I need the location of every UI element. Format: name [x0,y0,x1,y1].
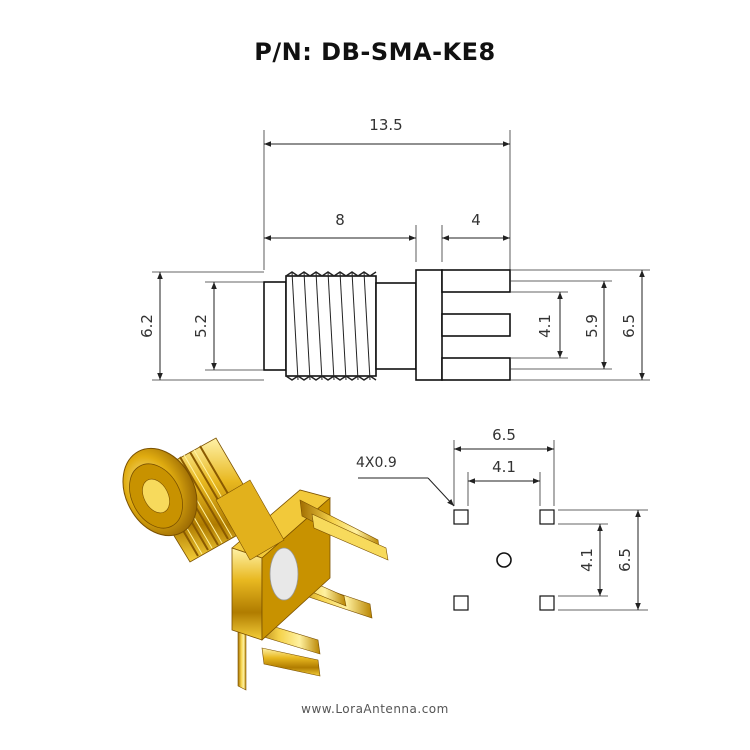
center-hole [496,552,512,568]
barrel-rear [263,281,287,371]
pad-bottom-right [539,595,555,611]
connector-photo [122,437,389,691]
label-fp-height-inner: 4.1 [578,548,596,572]
barrel-neck [375,282,417,370]
pin-top [441,269,511,293]
label-body-length: 8 [335,211,345,229]
pad-top-left [453,509,469,525]
label-hole-size: 4X0.9 [356,455,397,471]
label-overall-length: 13.5 [369,116,402,134]
label-flange-outer: 6.5 [620,314,638,338]
pad-top-right [539,509,555,525]
page-title: P/N: DB-SMA-KE8 [254,38,496,66]
label-pin-length: 4 [471,211,481,229]
label-fp-width-outer: 6.5 [492,426,516,444]
pad-bottom-left [453,595,469,611]
pin-bottom [441,357,511,381]
label-fp-height-outer: 6.5 [616,548,634,572]
side-view-drawing: 13.5 8 4 6.2 5.2 4.1 5.9 6.5 [138,116,650,381]
flange [415,269,443,381]
label-inner-diameter: 5.2 [192,314,210,338]
label-fp-width-inner: 4.1 [492,458,516,476]
label-pin-spacing: 4.1 [536,314,554,338]
label-flange-inner: 5.9 [583,314,601,338]
footprint-drawing: 6.5 4.1 4X0.9 4.1 6.5 [356,426,648,611]
website-footer: www.LoraAntenna.com [301,702,449,716]
pin-middle [441,313,511,337]
label-outer-diameter: 6.2 [138,314,156,338]
threaded-section [285,271,377,381]
